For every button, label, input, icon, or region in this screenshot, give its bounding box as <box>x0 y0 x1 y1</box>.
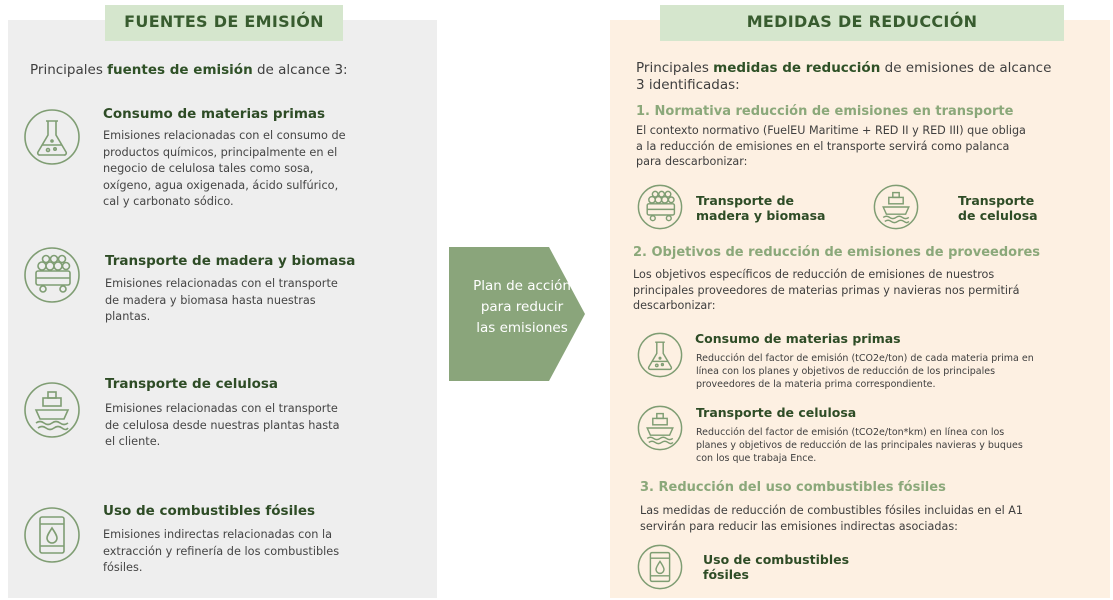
fuel-barrel-icon <box>636 543 684 591</box>
s2-item-pulp-transport-title: Transporte de celulosa <box>696 405 857 420</box>
item-text-raw-materials: Emisiones relacionadas con el consumo de… <box>103 129 346 208</box>
s2-item-raw-materials-text: Reducción del factor de emisión (tCO2e/t… <box>696 353 1034 390</box>
log-truck-icon <box>22 245 82 305</box>
reduction-measures-tag: MEDIDAS DE REDUCCIÓN <box>660 5 1064 41</box>
s2-item-pulp-transport-text: Reducción del factor de emisión (tCO2e/t… <box>696 427 1023 464</box>
item-title-wood-transport: Transporte de madera y biomasa <box>105 253 356 269</box>
emission-sources-panel <box>8 20 437 598</box>
item-title-pulp-transport: Transporte de celulosa <box>105 376 279 392</box>
ship-icon <box>636 404 684 452</box>
fuel-barrel-icon <box>22 505 82 565</box>
s2-item-raw-materials-title: Consumo de materias primas <box>695 331 901 346</box>
section-1-heading: 1. Normativa reducción de emisiones en t… <box>636 104 1014 119</box>
log-truck-icon <box>636 183 684 231</box>
right-intro: Principales medidas de reducción de emis… <box>636 60 1052 93</box>
item-text-wood-transport: Emisiones relacionadas con el transporte… <box>105 277 338 323</box>
section-3-text: Las medidas de reducción de combustibles… <box>640 504 1024 533</box>
left-intro: Principales fuentes de emisión de alcanc… <box>30 62 348 78</box>
section-2-text: Los objetivos específicos de reducción d… <box>633 268 1020 312</box>
reduction-measures-panel <box>610 20 1110 598</box>
ship-icon <box>22 380 82 440</box>
emission-sources-tag: FUENTES DE EMISIÓN <box>105 5 343 41</box>
flask-icon <box>636 331 684 379</box>
section-2-heading: 2. Objetivos de reducción de emisiones d… <box>633 245 1041 260</box>
flask-icon <box>22 107 82 167</box>
section-1-text: El contexto normativo (FuelEU Maritime +… <box>636 124 1026 168</box>
item-text-fossil-fuels: Emisiones indirectas relacionadas con la… <box>103 528 340 574</box>
ship-icon <box>872 183 920 231</box>
item-title-fossil-fuels: Uso de combustibles fósiles <box>103 503 316 519</box>
item-title-raw-materials: Consumo de materias primas <box>103 106 326 122</box>
section-3-heading: 3. Reducción del uso combustibles fósile… <box>640 480 946 495</box>
action-plan-arrow <box>449 247 585 381</box>
item-text-pulp-transport: Emisiones relacionadas con el transporte… <box>105 402 340 448</box>
